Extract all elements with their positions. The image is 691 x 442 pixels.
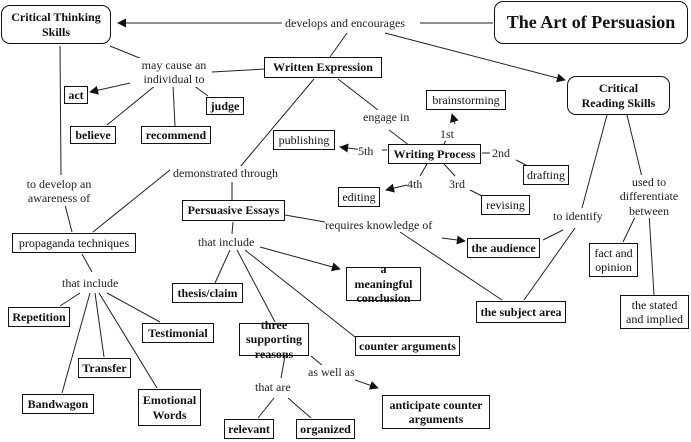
link-line bbox=[648, 212, 655, 296]
link-line bbox=[399, 231, 503, 301]
link-label-that-include-essays: that include bbox=[198, 235, 255, 250]
node-anticipate-counter-arguments[interactable]: anticipate counter arguments bbox=[382, 395, 490, 429]
node-transfer[interactable]: Transfer bbox=[78, 358, 131, 378]
link-line bbox=[257, 397, 275, 419]
link-line bbox=[388, 129, 411, 147]
link-line bbox=[106, 84, 157, 126]
link-line bbox=[441, 235, 466, 245]
link-line bbox=[385, 183, 408, 193]
link-label-to-identify: to identify bbox=[553, 209, 603, 224]
link-line bbox=[64, 204, 73, 233]
link-line bbox=[329, 32, 348, 58]
link-line bbox=[236, 249, 276, 323]
node-relevant[interactable]: relevant bbox=[224, 419, 274, 439]
link-line bbox=[542, 229, 564, 241]
link-label-3rd: 3rd bbox=[449, 177, 465, 192]
link-line bbox=[239, 78, 315, 168]
link-line bbox=[231, 221, 234, 235]
node-repetition[interactable]: Repetition bbox=[8, 307, 70, 327]
node-the-subject-area[interactable]: the subject area bbox=[476, 301, 566, 323]
link-line bbox=[581, 114, 608, 209]
link-line bbox=[172, 84, 176, 127]
link-line bbox=[244, 249, 356, 338]
link-line bbox=[259, 246, 341, 272]
link-label-4th: 4th bbox=[407, 177, 423, 192]
link-line bbox=[354, 379, 379, 390]
link-line bbox=[443, 163, 456, 177]
node-written-expression[interactable]: Written Expression bbox=[264, 57, 382, 78]
node-act[interactable]: act bbox=[64, 86, 88, 104]
node-publishing[interactable]: publishing bbox=[273, 130, 335, 150]
node-art-of-persuasion[interactable]: The Art of Persuasion bbox=[494, 1, 688, 44]
link-label-that-are: that are bbox=[255, 380, 291, 395]
node-critical-reading-skills[interactable]: Critical Reading Skills bbox=[567, 76, 670, 115]
link-line bbox=[280, 355, 286, 379]
node-revising[interactable]: revising bbox=[481, 195, 530, 215]
link-label-2nd: 2nd bbox=[492, 146, 510, 161]
node-testimonial[interactable]: Testimonial bbox=[142, 323, 214, 343]
link-line bbox=[469, 189, 483, 197]
link-label-to-develop-awareness: to develop an awareness of bbox=[23, 177, 95, 206]
link-line bbox=[98, 292, 158, 389]
node-fact-and-opinion[interactable]: fact and opinion bbox=[589, 243, 638, 277]
link-line bbox=[92, 169, 171, 233]
link-line bbox=[450, 113, 459, 125]
link-label-5th: 5th bbox=[358, 144, 374, 159]
node-organized[interactable]: organized bbox=[296, 419, 355, 439]
link-line bbox=[337, 78, 379, 111]
link-line bbox=[192, 84, 209, 97]
link-line bbox=[81, 253, 93, 273]
node-editing[interactable]: editing bbox=[338, 187, 380, 207]
link-line bbox=[287, 397, 312, 419]
link-line bbox=[310, 355, 324, 367]
node-believe[interactable]: believe bbox=[70, 126, 116, 144]
link-line bbox=[59, 45, 62, 176]
link-label-used-to-differentiate: used to differentiate between bbox=[619, 175, 679, 219]
link-label-requires-knowledge-of: requires knowledge of bbox=[325, 218, 433, 233]
link-line bbox=[89, 82, 131, 95]
node-meaningful-conclusion[interactable]: a meaningful conclusion bbox=[346, 262, 421, 305]
link-line bbox=[109, 45, 143, 60]
link-label-may-cause: may cause an individual to bbox=[136, 58, 212, 87]
link-line bbox=[61, 292, 91, 394]
link-label-that-include-propaganda: that include bbox=[62, 276, 119, 291]
link-line bbox=[106, 292, 161, 323]
link-line bbox=[59, 292, 81, 307]
node-counter-arguments[interactable]: counter arguments bbox=[355, 336, 460, 356]
node-thesis-claim[interactable]: thesis/claim bbox=[172, 283, 243, 303]
link-line bbox=[214, 249, 231, 284]
link-line bbox=[211, 68, 266, 73]
node-propaganda-techniques[interactable]: propaganda techniques bbox=[12, 233, 136, 253]
link-line bbox=[626, 114, 643, 178]
link-line bbox=[384, 32, 566, 83]
link-line bbox=[523, 227, 576, 301]
link-line bbox=[419, 163, 428, 177]
node-critical-thinking-skills[interactable]: Critical Thinking Skills bbox=[1, 5, 111, 44]
link-line bbox=[94, 292, 105, 358]
node-three-supporting-reasons[interactable]: three supporting reasons bbox=[239, 318, 309, 361]
node-the-audience[interactable]: the audience bbox=[467, 238, 540, 258]
link-label-engage-in: engage in bbox=[363, 110, 410, 125]
link-label-demonstrated-through: demonstrated through bbox=[173, 166, 278, 181]
node-brainstorming[interactable]: brainstorming bbox=[426, 90, 506, 110]
node-bandwagon[interactable]: Bandwagon bbox=[22, 394, 94, 414]
link-label-1st: 1st bbox=[440, 127, 455, 142]
node-recommend[interactable]: recommend bbox=[141, 126, 211, 144]
link-label-develops-and-encourages: develops and encourages bbox=[285, 16, 405, 31]
node-writing-process[interactable]: Writing Process bbox=[388, 144, 481, 164]
node-judge[interactable]: judge bbox=[206, 97, 244, 115]
node-emotional-words[interactable]: Emotional Words bbox=[138, 389, 201, 426]
node-the-stated-and-implied[interactable]: the stated and implied bbox=[620, 295, 689, 329]
node-persuasive-essays[interactable]: Persuasive Essays bbox=[182, 200, 285, 221]
link-line bbox=[284, 214, 326, 223]
link-label-as-well-as: as well as bbox=[308, 365, 355, 380]
node-drafting[interactable]: drafting bbox=[523, 165, 569, 185]
